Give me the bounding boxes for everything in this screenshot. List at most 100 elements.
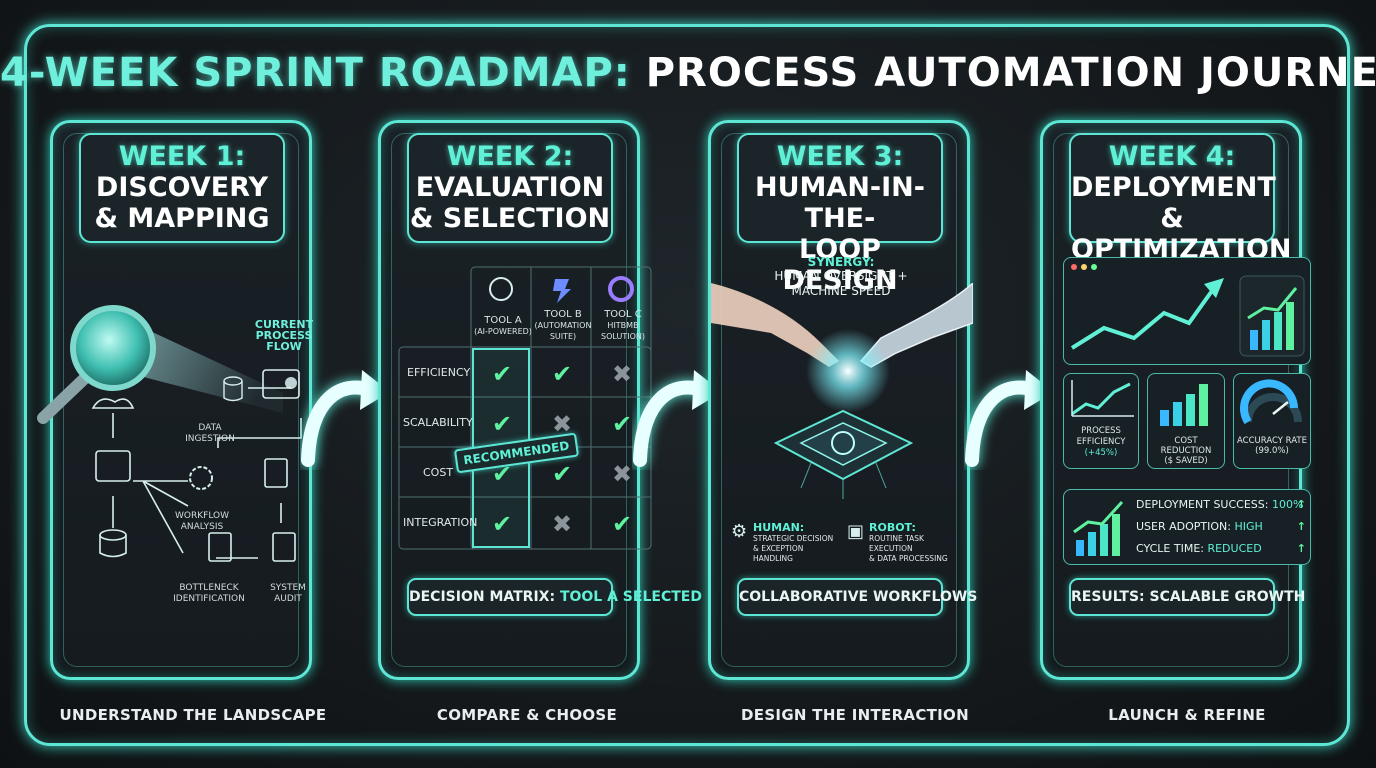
database-icon <box>99 529 127 541</box>
week-4-footer: RESULTS: SCALABLE GROWTH <box>1069 578 1305 616</box>
dashboard-window <box>1063 257 1311 365</box>
system-audit-label: SYSTEM AUDIT <box>270 583 306 604</box>
kpi-label: DEPLOYMENT SUCCESS: <box>1136 498 1272 511</box>
check-icon: ✔ <box>491 410 513 438</box>
page-title: 4-WEEK SPRINT ROADMAP: PROCESS AUTOMATIO… <box>0 50 1376 96</box>
week-4-name: DEPLOYMENT & OPTIMIZATION <box>1071 172 1292 265</box>
check-icon: ✔ <box>551 360 573 388</box>
criterion-cost: COST <box>423 466 454 479</box>
gear-icon <box>189 466 213 490</box>
light-beam <box>128 323 283 413</box>
check-icon: ✔ <box>611 510 633 538</box>
week-3-header: WEEK 3: HUMAN-IN-THE- LOOP DESIGN <box>737 133 943 296</box>
week-3-footer: COLLABORATIVE WORKFLOWS <box>737 578 977 616</box>
audit-document-icon <box>264 458 288 488</box>
week-4-label: WEEK 4: <box>1108 141 1236 172</box>
tool-c-sub: HITBMB SOLUTION) <box>601 321 645 341</box>
kpi-label: USER ADOPTION: <box>1136 520 1235 533</box>
week-2-footer: DECISION MATRIX: TOOL A SELECTED <box>407 578 702 616</box>
tool-c-name: TOOL C <box>604 309 642 320</box>
cross-icon: ✖ <box>551 510 573 538</box>
system-document-icon <box>272 532 296 562</box>
week-1-header: WEEK 1: DISCOVERY & MAPPING <box>79 133 285 243</box>
metric-cost-reduction: COST REDUCTION ($ SAVED) <box>1147 373 1225 469</box>
week-1-card: WEEK 1: DISCOVERY & MAPPING <box>37 120 313 680</box>
metric-process-efficiency: PROCESS EFFICIENCY (+45%) <box>1063 373 1139 469</box>
kpi-chart-icon <box>1073 500 1124 556</box>
check-icon: ✔ <box>491 360 513 388</box>
week-2-label: WEEK 2: <box>446 141 574 172</box>
week-3-label: WEEK 3: <box>776 141 904 172</box>
metric-2-label: COST REDUCTION <box>1160 436 1212 456</box>
kpi-row: DEPLOYMENT SUCCESS: 100%↑ <box>1136 498 1308 511</box>
week-3-caption: DESIGN THE INTERACTION <box>741 706 969 724</box>
metric-1-value: (+45%) <box>1084 448 1118 458</box>
week-2-footer-highlight: TOOL A SELECTED <box>559 589 702 605</box>
metric-accuracy-rate: ACCURACY RATE (99.0%) <box>1233 373 1311 469</box>
robot-hand-icon <box>859 283 973 368</box>
current-process-flow-label: CURRENT PROCESS FLOW <box>254 318 314 353</box>
bar-chart-icon <box>1160 384 1208 426</box>
tool-b-name: TOOL B <box>544 309 582 320</box>
metric-1-label: PROCESS EFFICIENCY <box>1076 426 1126 447</box>
robot-icon: ▣ <box>847 521 865 542</box>
kpi-value: 100% <box>1271 498 1304 511</box>
cross-icon: ✖ <box>611 360 633 388</box>
tool-c-header: TOOL C HITBMB SOLUTION) <box>593 309 653 342</box>
metric-3-value: (99.0%) <box>1255 446 1289 456</box>
cross-icon: ✖ <box>551 410 573 438</box>
week-1-caption: UNDERSTAND THE LANDSCAPE <box>59 706 327 724</box>
week-3-name: HUMAN-IN-THE- LOOP DESIGN <box>755 172 925 296</box>
tool-a-icon <box>489 277 513 301</box>
week-4-caption: LAUNCH & REFINE <box>1108 706 1266 724</box>
human-robot-illustration <box>711 283 973 499</box>
up-arrow-icon: ↑ <box>1296 498 1306 511</box>
kpi-panel: DEPLOYMENT SUCCESS: 100%↑USER ADOPTION: … <box>1063 489 1311 565</box>
bottleneck-label: BOTTLENECK IDENTIFICATION <box>173 583 245 604</box>
arrow-1-icon <box>301 370 390 467</box>
week-4-header: WEEK 4: DEPLOYMENT & OPTIMIZATION <box>1069 133 1292 265</box>
check-icon: ✔ <box>491 510 513 538</box>
kpi-label: CYCLE TIME: <box>1136 542 1208 555</box>
week-1-name: DISCOVERY & MAPPING <box>94 172 270 234</box>
human-hand-icon <box>711 283 839 367</box>
tool-a-sub: (AI-POWERED) <box>474 327 532 336</box>
tool-a-name: TOOL A <box>484 315 522 326</box>
arrow-2-icon <box>633 370 722 467</box>
criterion-integration: INTEGRATION <box>403 516 478 529</box>
document-icon <box>208 532 232 562</box>
synergy-text: HUMAN OVERSIGHT + MACHINE SPEED <box>774 269 908 298</box>
week-2-card: WEEK 2: EVALUATION & SELECTION TOOL A (A… <box>378 120 702 680</box>
check-icon: ✔ <box>551 460 573 488</box>
up-arrow-icon: ↑ <box>1296 542 1306 555</box>
spark-glow <box>806 329 890 413</box>
brain-outline-icon: ⚙ <box>731 521 748 542</box>
title-part-1: 4-WEEK SPRINT ROADMAP: <box>0 50 631 96</box>
workflow-analysis-label: WORKFLOW ANALYSIS <box>175 511 229 532</box>
week-2-name: EVALUATION & SELECTION <box>409 172 611 234</box>
magnifier-handle <box>37 372 91 424</box>
robot-text: ROUTINE TASK EXECUTION & DATA PROCESSING <box>869 534 948 563</box>
up-arrow-icon: ↑ <box>1296 520 1306 533</box>
magnifier-icon <box>70 305 156 391</box>
current-process-folder-icon <box>262 369 300 399</box>
tool-b-icon <box>553 279 571 303</box>
synergy-block: SYNERGY: HUMAN OVERSIGHT + MACHINE SPEED <box>771 255 911 299</box>
outer-frame <box>24 24 1350 746</box>
synergy-title: SYNERGY: <box>807 255 875 269</box>
human-role: ⚙ HUMAN: STRATEGIC DECISION & EXCEPTION … <box>731 521 845 564</box>
process-flow-diagram <box>37 305 302 562</box>
brain-icon <box>831 431 855 455</box>
kpi-row: CYCLE TIME: REDUCED ↑ <box>1136 542 1308 555</box>
robot-role: ▣ ROBOT: ROUTINE TASK EXECUTION & DATA P… <box>847 521 965 564</box>
kpi-value: REDUCED <box>1207 542 1262 555</box>
human-title: HUMAN: <box>753 521 805 534</box>
check-icon: ✔ <box>611 410 633 438</box>
week-2-header: WEEK 2: EVALUATION & SELECTION <box>407 133 613 243</box>
human-text: STRATEGIC DECISION & EXCEPTION HANDLING <box>753 534 834 563</box>
metric-2-value: ($ SAVED) <box>1164 456 1208 466</box>
tool-b-header: TOOL B (AUTOMATION SUITE) <box>533 309 593 342</box>
criterion-scalability: SCALABILITY <box>403 416 473 429</box>
tool-c-icon <box>608 276 634 302</box>
tool-a-header: TOOL A (AI-POWERED) <box>473 315 533 337</box>
